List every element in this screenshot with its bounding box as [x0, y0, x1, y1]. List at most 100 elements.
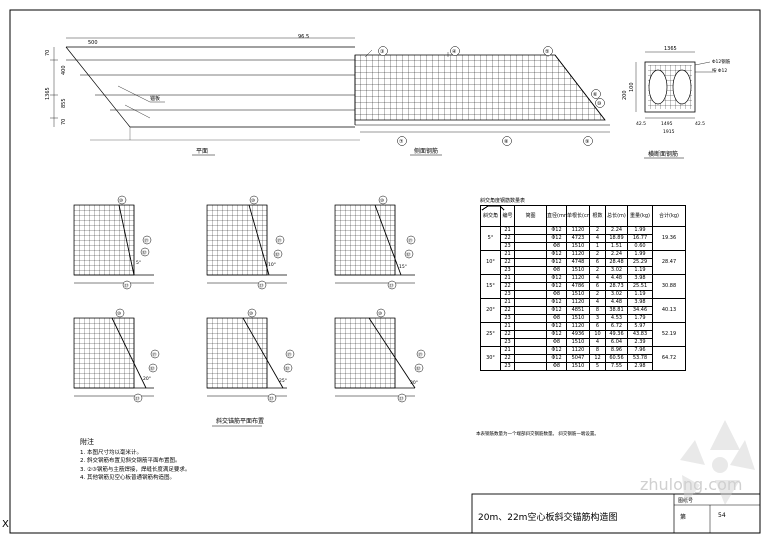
cell-total-length: 6.04 [605, 338, 628, 347]
svg-text:⑨: ⑨ [585, 139, 589, 145]
long-rebar-view [354, 49, 610, 133]
cell-weight: 1.99 [627, 226, 653, 235]
cell-id: 21 [500, 346, 515, 355]
svg-text:5°: 5° [136, 260, 141, 266]
cell-count: 2 [589, 250, 606, 259]
cell-count: 3 [589, 314, 606, 323]
cell-count: 2 [589, 226, 606, 235]
cell-weight: 3.98 [627, 298, 653, 307]
svg-text:㉒: ㉒ [275, 251, 280, 258]
cell-sketch [481, 205, 547, 347]
cell-id: 22 [500, 330, 515, 339]
cell-diameter: Φ8 [546, 266, 567, 275]
cross-dim-left-0: 100 [629, 82, 635, 92]
cell-unit-length: 4936 [566, 330, 590, 339]
svg-text:70: 70 [61, 119, 67, 125]
cell-id: 23 [500, 338, 515, 347]
svg-text:㉓: ㉓ [269, 395, 274, 402]
cell-diameter: Φ12 [546, 258, 567, 267]
cell-sketch [481, 205, 547, 275]
cross-label-0: Φ12钢筋 [712, 58, 731, 65]
drawing-no-label: 图纸号 [678, 497, 693, 504]
svg-text:⑩: ⑩ [378, 311, 382, 317]
cell-angle: 30° [480, 346, 501, 371]
cell-unit-length: 5047 [566, 354, 590, 363]
cell-sum: 19.36 [652, 226, 686, 251]
cell-diameter: Φ12 [546, 346, 567, 355]
cross-dim-bottom-2: 42.5 [695, 121, 705, 127]
skew-detail-25 [206, 317, 288, 397]
skew-angle-labels: 5° 10° 15° 20° 25° 30° [136, 260, 418, 386]
cell-sketch [481, 205, 547, 323]
svg-text:㉓: ㉓ [124, 282, 129, 289]
cell-id: 21 [500, 274, 515, 283]
cell-diameter: Φ12 [546, 226, 567, 235]
cell-count: 8 [589, 346, 606, 355]
note-item: 1. 本图尺寸均以毫米计。 [80, 449, 142, 456]
svg-text:㉓: ㉓ [135, 395, 140, 402]
cell-sketch [481, 205, 547, 291]
header-total-length: 总长(m) [605, 205, 628, 227]
long-view-caption: 侧面钢筋 [414, 147, 438, 155]
svg-text:⑧: ⑧ [504, 139, 509, 145]
svg-text:③: ③ [380, 49, 384, 55]
plan-view [50, 37, 360, 141]
cell-count: 10 [589, 330, 606, 339]
cell-unit-length: 1510 [566, 242, 590, 251]
cell-count: 6 [589, 258, 606, 267]
svg-text:㉒: ㉒ [142, 249, 147, 256]
svg-text:⑩: ⑩ [249, 311, 253, 317]
cell-angle: 20° [480, 298, 501, 323]
cell-total-length: 1.51 [605, 242, 628, 251]
cross-caption: 横断面钢筋 [648, 150, 678, 158]
svg-text:70: 70 [45, 50, 51, 56]
cell-unit-length: 1120 [566, 250, 590, 259]
cell-id: 22 [500, 354, 515, 363]
cell-total-length: 28.48 [605, 258, 628, 267]
cross-dim-bottom-0: 42.5 [636, 121, 646, 127]
svg-text:㉒: ㉒ [150, 365, 155, 372]
cell-total-length: 4.48 [605, 298, 628, 307]
cell-sketch [481, 205, 547, 315]
long-view-markers: ③ ④ ⑤ ⑥ ⑦ ⑧ ⑨ ⑩ [378, 46, 605, 146]
cell-sketch [481, 205, 547, 251]
cell-angle: 15° [480, 274, 501, 299]
svg-text:⑦: ⑦ [399, 139, 404, 145]
cell-angle: 10° [480, 250, 501, 275]
cell-sketch [481, 205, 547, 259]
svg-text:④: ④ [452, 49, 457, 55]
cell-id: 22 [500, 282, 515, 291]
svg-text:15°: 15° [399, 264, 407, 270]
header-count: 根数 [589, 205, 606, 227]
svg-text:㉓: ㉓ [389, 282, 394, 289]
cell-sketch [481, 205, 547, 331]
svg-text:㉑: ㉑ [144, 237, 149, 244]
plan-dim-span: 96.5 [298, 34, 309, 40]
cell-id: 23 [500, 290, 515, 299]
svg-text:400: 400 [61, 65, 67, 75]
cell-id: 22 [500, 306, 515, 315]
cell-weight: 1.99 [627, 250, 653, 259]
skew-detail-10 [206, 204, 288, 284]
cell-angle: 5° [480, 226, 501, 251]
cell-total-length: 60.56 [605, 354, 628, 363]
svg-text:25°: 25° [279, 378, 287, 384]
cell-sum: 28.47 [652, 250, 686, 275]
table-header-row: 斜交角 编号 简图 直径(mm) 单根长(cm) 根数 总长(m) 重量(kg)… [480, 205, 686, 227]
cell-id: 23 [500, 362, 515, 371]
cell-total-length: 49.36 [605, 330, 628, 339]
svg-text:⑥: ⑥ [593, 92, 598, 98]
svg-text:1365: 1365 [45, 87, 51, 100]
cell-weight: 53.78 [627, 354, 653, 363]
note-item: 4. 其他钢筋见空心板普通钢筋构造图。 [80, 475, 175, 481]
cell-sum: 64.72 [652, 346, 686, 371]
svg-text:㉑: ㉑ [152, 351, 157, 358]
cell-diameter: Φ12 [546, 234, 567, 243]
cell-diameter: Φ12 [546, 298, 567, 307]
cross-label-1: 按 Φ12 [712, 67, 727, 74]
